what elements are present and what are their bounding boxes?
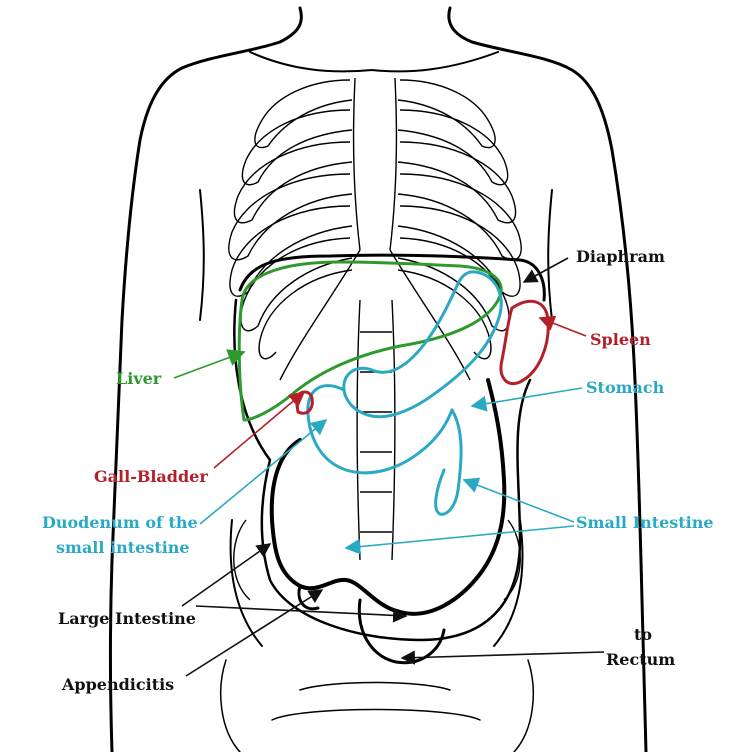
diaphragm-outline	[238, 253, 546, 302]
large-intestine-outline	[269, 378, 507, 616]
torso-outline	[109, 6, 648, 752]
duodenum-outline	[306, 384, 454, 475]
labels: Diaphram Spleen Liver Stomach Gall-Bladd…	[42, 247, 714, 694]
appendix-outline	[297, 584, 320, 611]
spine	[233, 299, 521, 601]
liver-outline	[237, 260, 503, 422]
label-appendicitis: Appendicitis	[61, 675, 174, 694]
label-rectum: Rectum	[606, 650, 675, 669]
label-duodenum-line2: small intestine	[56, 538, 190, 557]
label-large-intestine: Large Intestine	[58, 609, 196, 628]
small-intestine-outline	[434, 408, 463, 516]
abdominal-outline	[233, 298, 532, 642]
label-diaphram: Diaphram	[576, 247, 665, 266]
spleen-outline	[499, 299, 550, 385]
label-stomach: Stomach	[586, 378, 665, 397]
label-spleen: Spleen	[590, 330, 651, 349]
stomach-outline	[342, 270, 503, 419]
pointers	[173, 257, 605, 677]
label-liver: Liver	[116, 369, 162, 388]
label-to: to	[634, 625, 652, 644]
label-small-intestine: Small Intestine	[576, 513, 714, 532]
label-duodenum-line1: Duodenum of the	[42, 513, 198, 532]
rib-cage	[228, 77, 522, 381]
label-gall-bladder: Gall-Bladder	[94, 467, 208, 486]
rectum-outline	[357, 598, 446, 665]
